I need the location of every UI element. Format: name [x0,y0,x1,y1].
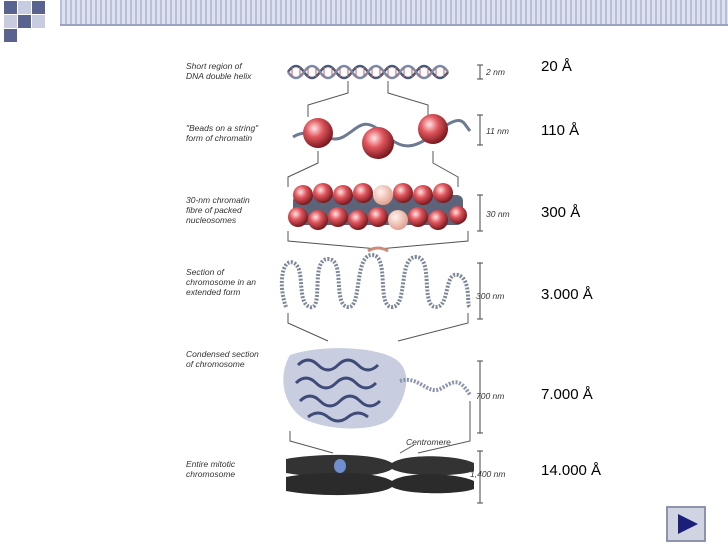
scale-label-11nm: 11 nm [486,126,509,136]
label-condensed-section: Condensed section of chromosome [186,349,259,369]
label-beads-on-string: "Beads on a string" form of chromatin [186,123,259,143]
scale-label-1400nm: 1,400 nm [470,469,506,479]
decor-square [32,15,45,28]
chromatin-illustration [279,64,483,504]
decor-square [18,1,31,14]
band-stripes [60,0,728,24]
centromere-label: Centromere [406,437,451,447]
measurement-fibre: 300 Å [541,204,581,221]
mitotic-chromosome [286,454,474,496]
top-decor-band [0,0,728,42]
label-dna-helix: Short region of DNA double helix [186,61,252,81]
measurement-extended: 3.000 Å [541,286,593,303]
measurement-condensed: 7.000 Å [541,386,593,403]
decor-square [18,15,31,28]
measurement-dna: 20 Å [541,58,572,75]
measurement-mitotic: 14.000 Å [541,462,602,479]
label-chromatin-fibre: 30-nm chromatin fibre of packed nucleoso… [186,195,250,225]
chromatin-fibre [288,183,467,230]
extended-loops [279,252,472,310]
scale-bars [477,64,483,504]
label-mitotic-chromosome: Entire mitotic chromosome [186,459,236,479]
scale-label-30nm: 30 nm [486,209,510,219]
decor-square [4,1,17,14]
scale-label-700nm: 700 nm [476,391,505,401]
decor-square [4,29,17,42]
condensed-section [283,348,472,429]
chromatin-figure: Short region of DNA double helix "Beads … [178,45,528,505]
next-slide-button[interactable] [666,506,706,542]
label-extended-chromosome: Section of chromosome in an extended for… [186,267,256,297]
decor-square [4,15,17,28]
scale-label-300nm: 300 nm [476,291,505,301]
band-line [60,24,728,26]
dna-helix [286,64,450,80]
beads-on-string [292,114,472,159]
play-triangle-icon [678,514,698,534]
measurement-beads: 110 Å [541,122,580,139]
decor-square [32,1,45,14]
scale-label-2nm: 2 nm [486,67,505,77]
